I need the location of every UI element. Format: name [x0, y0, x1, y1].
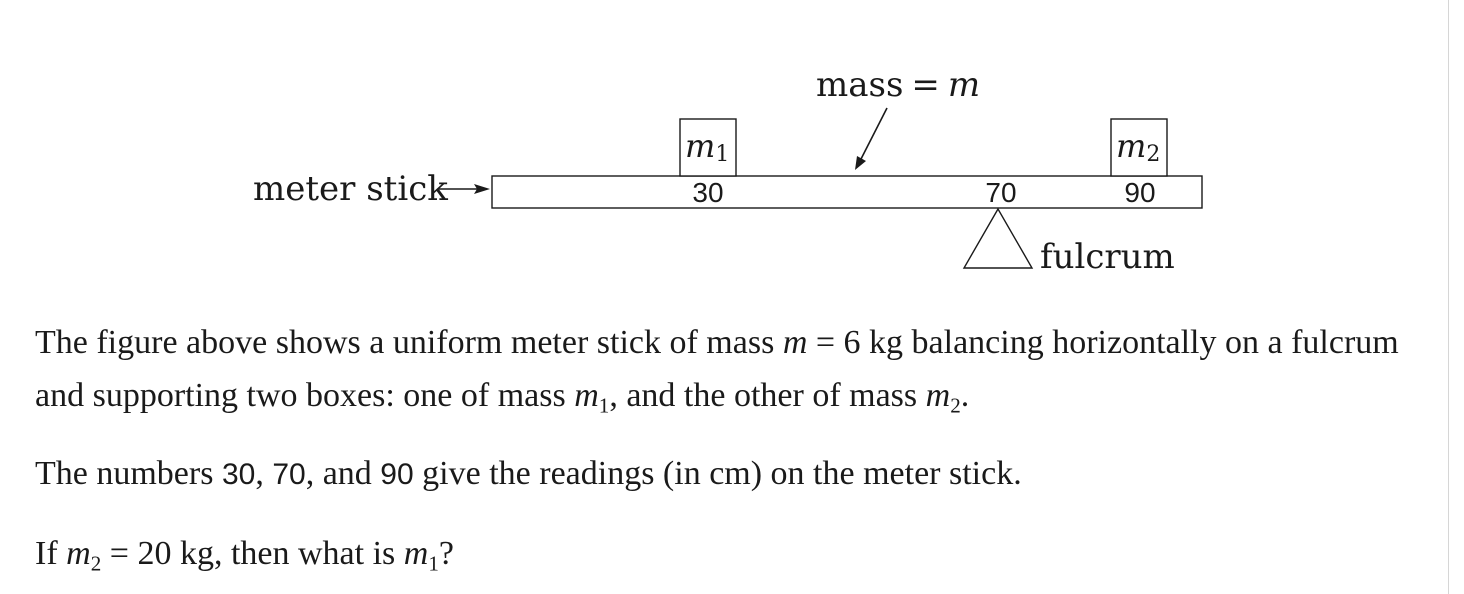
lever-diagram: mass=m meter stick m1 m2 30 70 90 fulcru…	[253, 65, 1203, 277]
box-m2-label: m2	[1116, 127, 1160, 167]
question-paragraph-3: If m2 = 20 kg, then what is m1?	[35, 535, 454, 576]
scrollbar-track[interactable]	[1448, 0, 1464, 594]
box-m1	[679, 118, 737, 177]
box-m1-label: m1	[685, 127, 729, 167]
meter-stick-label: meter stick	[253, 169, 448, 209]
fulcrum-triangle	[962, 207, 1034, 269]
question-paragraph-2: The numbers 30, 70, and 90 give the read…	[35, 455, 1022, 492]
reading-90: 90	[1124, 177, 1155, 208]
mass-arrow	[855, 107, 888, 170]
fulcrum-label: fulcrum	[1040, 237, 1175, 277]
question-text: The figure above shows a uniform meter s…	[35, 316, 1435, 580]
box-m2	[1110, 118, 1168, 177]
meter-stick-arrow	[439, 184, 490, 194]
reading-30: 30	[692, 177, 723, 208]
mass-label: mass=m	[816, 65, 980, 105]
reading-70: 70	[985, 177, 1016, 208]
meter-stick	[491, 175, 1203, 209]
question-paragraph-1: The figure above shows a uniform meter s…	[35, 324, 1399, 418]
